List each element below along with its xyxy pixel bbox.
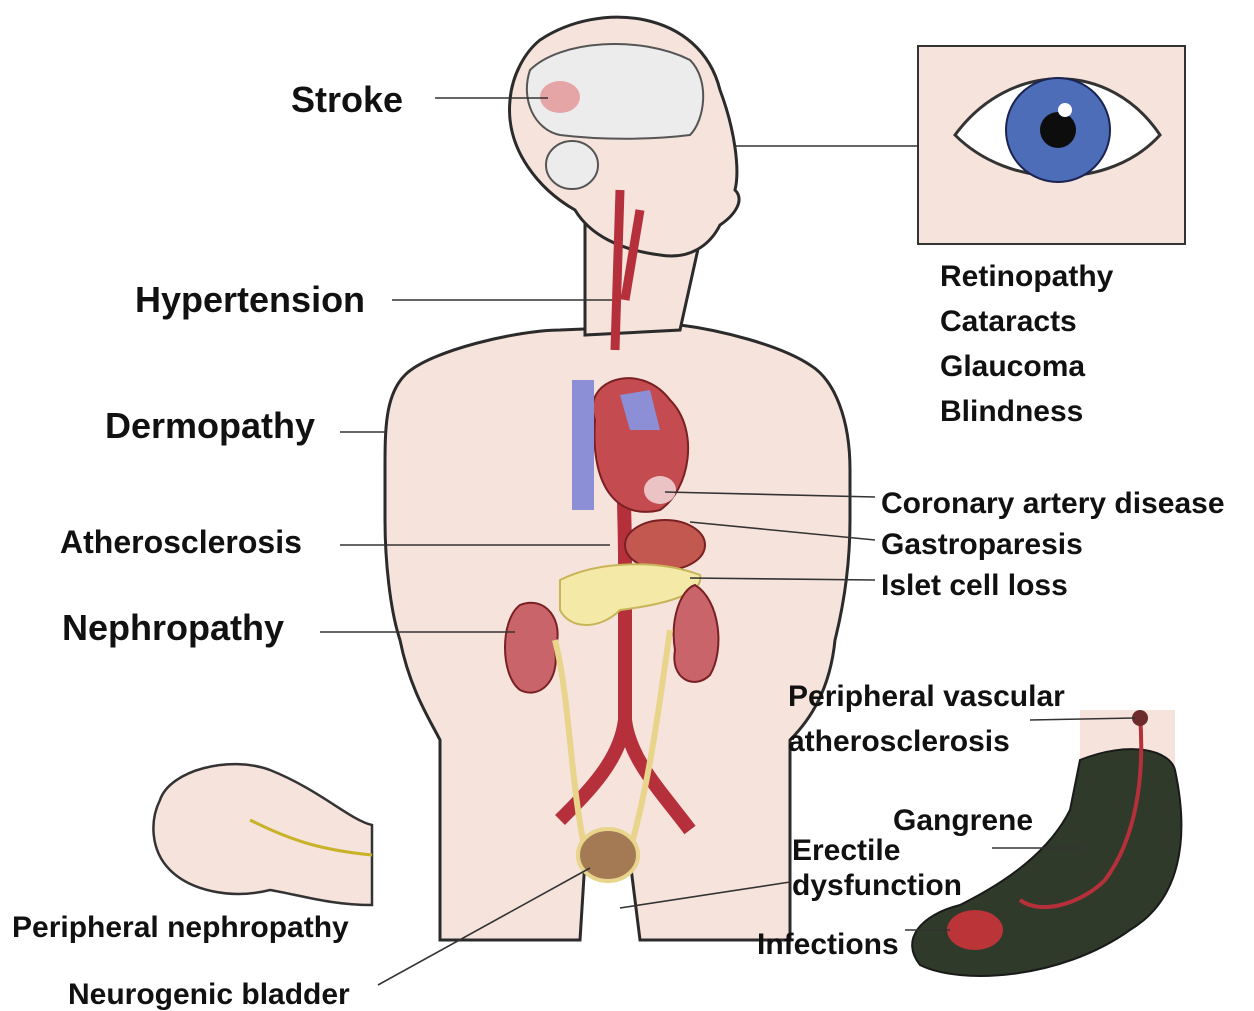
label-islet-cell-loss: Islet cell loss (881, 571, 1068, 601)
label-atherosclerosis-peripheral: atherosclerosis (788, 727, 1010, 757)
label-retinopathy: Retinopathy (940, 254, 1113, 299)
label-stroke: Stroke (291, 82, 403, 118)
label-blindness: Blindness (940, 389, 1113, 434)
label-peripheral-vascular: Peripheral vascular (788, 682, 1065, 712)
label-dermopathy: Dermopathy (105, 408, 315, 444)
coronary-spot (644, 476, 676, 504)
label-nephropathy: Nephropathy (62, 610, 284, 646)
stomach (625, 520, 705, 570)
infection-spot (947, 910, 1003, 950)
cerebellum (546, 141, 598, 189)
vena-cava (572, 380, 594, 510)
eye-complications-list: Retinopathy Cataracts Glaucoma Blindness (940, 254, 1113, 434)
hand (153, 764, 372, 905)
left-kidney (505, 603, 558, 693)
label-erectile: Erectile (792, 836, 900, 866)
label-infections: Infections (757, 930, 899, 960)
label-dysfunction: dysfunction (792, 871, 962, 901)
label-hypertension: Hypertension (135, 282, 365, 318)
bladder (578, 829, 638, 881)
label-atherosclerosis: Atherosclerosis (60, 526, 302, 558)
label-cataracts: Cataracts (940, 299, 1113, 344)
label-gangrene: Gangrene (893, 806, 1033, 836)
label-peripheral-nephropathy: Peripheral nephropathy (12, 913, 349, 943)
eye-highlight (1058, 103, 1072, 117)
label-glaucoma: Glaucoma (940, 344, 1113, 389)
label-gastroparesis: Gastroparesis (881, 530, 1083, 560)
eye-pupil (1040, 112, 1076, 148)
label-coronary-artery-disease: Coronary artery disease (881, 489, 1225, 519)
label-neurogenic-bladder: Neurogenic bladder (68, 980, 350, 1010)
stroke-spot (540, 81, 580, 113)
